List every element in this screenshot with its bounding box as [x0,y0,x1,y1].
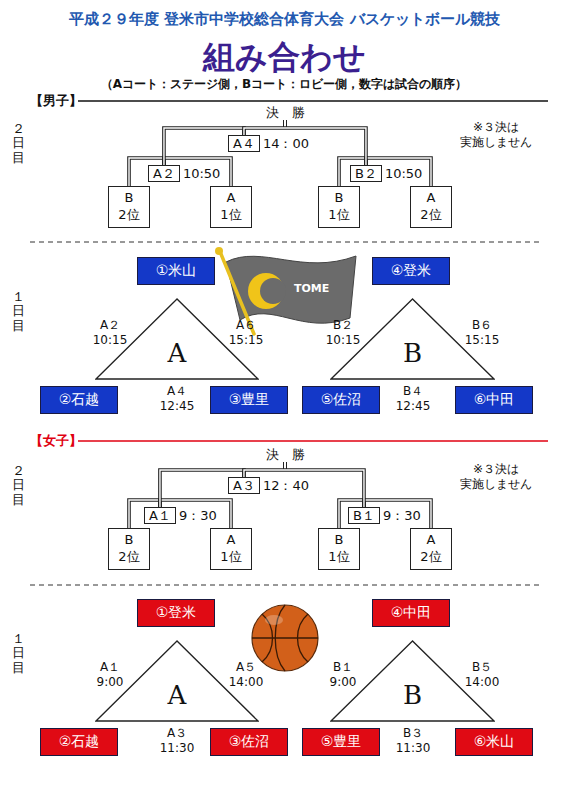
rank-box: B 1位 [318,186,360,228]
rank-label: B 1位 [328,532,349,566]
note-label: B５ 14:00 [465,660,500,690]
rank-box: B 1位 [318,528,360,570]
title: 平成２９年度 登米市中学校総合体育大会 バスケットボール競技 [0,10,569,29]
team-name: ④中田 [391,604,432,622]
note-label: B３ 11:30 [396,726,431,756]
bracket-outer [244,470,364,507]
bracket-line [244,470,364,507]
note-label: 【男子】 [30,92,82,110]
match-time: 9：30 [179,508,217,523]
rank-box: A 2位 [410,528,452,570]
match-number: A１ [144,507,176,524]
team-box: ④登米 [372,257,450,285]
team-box: ②石越 [40,386,118,414]
section-rule [78,440,548,442]
day-label: １日目 [12,632,25,675]
team-box: ③佐沼 [210,728,288,756]
note-label: A４ 12:45 [160,384,195,414]
match-box: B１9：30 [348,507,421,524]
rank-box: B 2位 [108,528,150,570]
team-name: ②石越 [59,391,100,409]
team-box: ④中田 [372,599,450,627]
team-box: ③豊里 [210,386,288,414]
flag-text: TOME [294,282,329,295]
match-box: A１9：30 [144,507,217,524]
rank-label: A 2位 [420,532,441,566]
team-box: ①登米 [137,599,215,627]
match-number: A３ [228,477,260,494]
team-name: ④登米 [391,262,432,280]
bracket-inner [244,470,364,507]
match-box: B２10:50 [350,165,422,182]
note-label: （Aコート：ステージ側，Bコート：ロビー側，数字は試合の順序） [101,76,467,93]
note-label: 決 勝 [266,104,305,122]
match-time: 9：30 [383,508,421,523]
team-name: ①登米 [156,604,197,622]
rank-label: B 2位 [118,532,139,566]
note-label: B１ 9:00 [330,660,357,690]
note-label: ※３決は 実施しません [460,462,532,492]
note-label: A５ 14:00 [229,660,264,690]
team-name: ⑥米山 [474,733,515,751]
rank-label: A 1位 [220,190,241,224]
note-label: A３ 11:30 [160,726,195,756]
team-name: ③佐沼 [229,733,270,751]
match-number: B１ [348,507,380,524]
note-label: B６ 15:15 [465,318,500,348]
rank-box: A 2位 [410,186,452,228]
bracket-line [244,128,366,165]
match-time: 10:50 [183,166,220,181]
rank-label: B 1位 [328,190,349,224]
match-number: A４ [228,135,260,152]
note-label: 組み合わせ [203,36,366,80]
match-box: A４14：00 [228,135,309,152]
rank-label: A 2位 [420,190,441,224]
note-label: 【女子】 [30,432,82,450]
team-name: ⑤佐沼 [321,391,362,409]
team-box: ⑥米山 [455,728,533,756]
match-time: 10:50 [385,166,422,181]
team-name: ⑤豊里 [321,733,362,751]
note-label: B２ 10:15 [326,318,361,348]
match-number: B２ [350,165,382,182]
rank-label: A 1位 [220,532,241,566]
note-label: A６ 15:15 [229,318,264,348]
basketball [252,605,318,671]
match-box: A３12：40 [228,477,309,494]
team-name: ⑥中田 [474,391,515,409]
note-label: A２ 10:15 [93,318,128,348]
team-name: ③豊里 [229,391,270,409]
match-time: 12：40 [263,478,309,493]
bracket-outer [244,128,366,165]
rank-box: A 1位 [210,186,252,228]
note-label: A１ 9:00 [97,660,124,690]
team-box: ②石越 [40,728,118,756]
note-label: B４ 12:45 [396,384,431,414]
match-time: 14：00 [263,136,309,151]
note-label: 決 勝 [266,446,305,464]
day-divider [30,242,540,243]
match-box: A２10:50 [148,165,220,182]
section-rule [78,100,548,102]
team-box: ⑤豊里 [302,728,380,756]
rank-box: A 1位 [210,528,252,570]
team-name: ①米山 [156,262,197,280]
team-box: ⑤佐沼 [302,386,380,414]
day-divider [30,585,540,586]
team-name: ②石越 [59,733,100,751]
day-label: ２日目 [12,464,25,507]
rank-box: B 2位 [108,186,150,228]
day-label: １日目 [12,290,25,333]
bracket-inner [244,128,366,165]
team-box: ①米山 [137,257,215,285]
team-box: ⑥中田 [455,386,533,414]
note-label: ※３決は 実施しません [460,120,532,150]
match-number: A２ [148,165,180,182]
day-label: ２日目 [12,122,25,165]
rank-label: B 2位 [118,190,139,224]
